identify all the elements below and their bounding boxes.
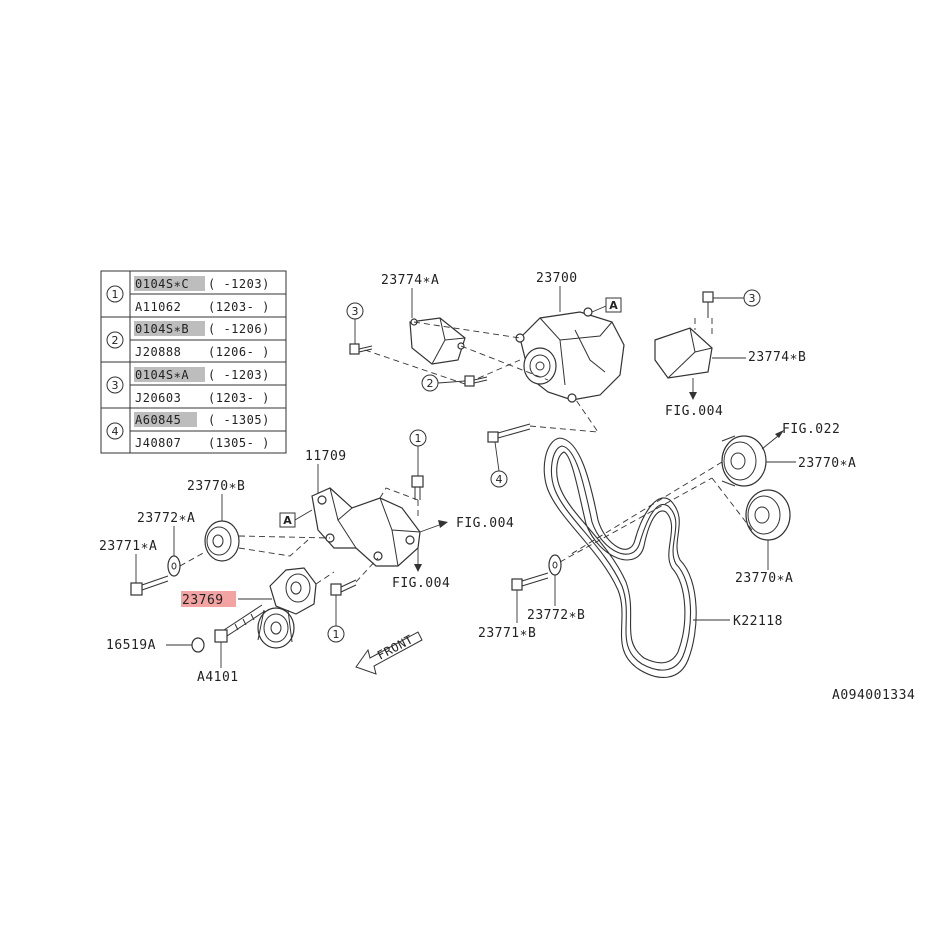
idler-pulley-23770b[interactable]: [204, 520, 240, 562]
table-code: A60845: [135, 413, 181, 427]
bolt-a4101[interactable]: [214, 604, 266, 643]
callout-3-left-text: 3: [352, 305, 359, 318]
bolt-2[interactable]: [464, 375, 488, 387]
table-row-1-number: [106, 285, 124, 303]
reference-box-a: [605, 297, 622, 313]
label-23772a: 23772∗A: [137, 511, 195, 526]
fig-004-right-link[interactable]: FIG.004: [456, 516, 514, 531]
table-range: ( -1203): [208, 277, 270, 291]
label-23774b: 23774∗B: [748, 350, 806, 365]
table-code: J20603: [135, 391, 181, 405]
washer-23772b[interactable]: [548, 554, 562, 576]
bolt-1-bottom[interactable]: [330, 579, 357, 596]
cap-16519a[interactable]: [191, 637, 205, 653]
table-code: J40807: [135, 436, 181, 450]
label-23771b: 23771∗B: [478, 626, 536, 641]
table-code: J20888: [135, 345, 181, 359]
table-range: (1206- ): [208, 345, 270, 359]
fig-004-mid-link[interactable]: FIG.004: [392, 576, 450, 591]
bolt-1-top[interactable]: [411, 475, 424, 500]
arrow-icon: [438, 520, 448, 528]
label-k22118: K22118: [733, 614, 783, 629]
table-range: ( -1305): [208, 413, 270, 427]
bolt-4[interactable]: [487, 423, 531, 443]
callout-3-right-text: 3: [749, 292, 756, 305]
callout-4-text: 4: [496, 473, 503, 486]
idler-pulley-23770a-bottom[interactable]: [745, 489, 791, 541]
front-arrow: FRONT: [355, 631, 423, 675]
reference-box-a-text: A: [609, 299, 618, 312]
callout-2-text: 2: [427, 377, 434, 390]
table-code: 0104S∗A: [135, 368, 189, 382]
bolt-23771b[interactable]: [511, 572, 549, 591]
alternator[interactable]: [515, 307, 625, 403]
part-number-table: 1 0104S∗C ( -1203) A11062 (1203- ) 2 010…: [100, 270, 287, 454]
table-code: A11062: [135, 300, 181, 314]
serpentine-belt-k22118[interactable]: [543, 437, 697, 678]
label-16519a: 16519A: [106, 638, 156, 653]
table-code: 0104S∗B: [135, 322, 189, 336]
callout-1-top-text: 1: [415, 432, 422, 445]
table-row-1-number-text: 1: [112, 288, 119, 301]
table-row-4-number-text: 4: [112, 425, 119, 438]
table-range: ( -1206): [208, 322, 270, 336]
reference-box-a-bracket-text: A: [283, 514, 292, 527]
arrow-down-icon: [689, 392, 697, 400]
table-range: (1203- ): [208, 391, 270, 405]
cover-23774a[interactable]: [409, 317, 466, 365]
idler-pulley-23770a-top[interactable]: [721, 435, 767, 487]
fig-004-top-link[interactable]: FIG.004: [665, 404, 723, 419]
arrow-icon: [775, 430, 784, 438]
washer-23772a[interactable]: [167, 555, 181, 577]
highlight-23769: [181, 591, 236, 607]
front-label: FRONT: [375, 632, 416, 662]
table-row-3-number: [106, 376, 124, 394]
label-23770a-top: 23770∗A: [798, 456, 856, 471]
table-row-3-number-text: 3: [112, 379, 119, 392]
arrow-down-icon: [414, 564, 422, 572]
tensioner-23769[interactable]: [257, 567, 317, 649]
label-23774a: 23774∗A: [381, 273, 439, 288]
diagram-reference-id: A094001334: [832, 688, 915, 703]
label-23769: 23769: [182, 593, 224, 608]
bracket-11709[interactable]: [311, 487, 421, 567]
callout-1-bottom-text: 1: [333, 628, 340, 641]
table-row-2-number: [106, 331, 124, 349]
table-range: (1305- ): [208, 436, 270, 450]
cover-23774b[interactable]: [654, 327, 713, 379]
table-row-2-number-text: 2: [112, 334, 119, 347]
bolt-3-right[interactable]: [702, 291, 714, 318]
label-23771a: 23771∗A: [99, 539, 157, 554]
label-23700: 23700: [536, 271, 578, 286]
label-a4101: A4101: [197, 670, 239, 685]
bolt-23771a[interactable]: [130, 575, 169, 596]
fig-022-link[interactable]: FIG.022: [782, 422, 840, 437]
table-row-4-number: [106, 422, 124, 440]
label-11709: 11709: [305, 449, 347, 464]
table-range: ( -1203): [208, 368, 270, 382]
bolt-3-left[interactable]: [349, 343, 373, 355]
label-23772b: 23772∗B: [527, 608, 585, 623]
table-code: 0104S∗C: [135, 277, 189, 291]
label-23770b: 23770∗B: [187, 479, 245, 494]
table-range: (1203- ): [208, 300, 270, 314]
label-23770a-bottom: 23770∗A: [735, 571, 793, 586]
